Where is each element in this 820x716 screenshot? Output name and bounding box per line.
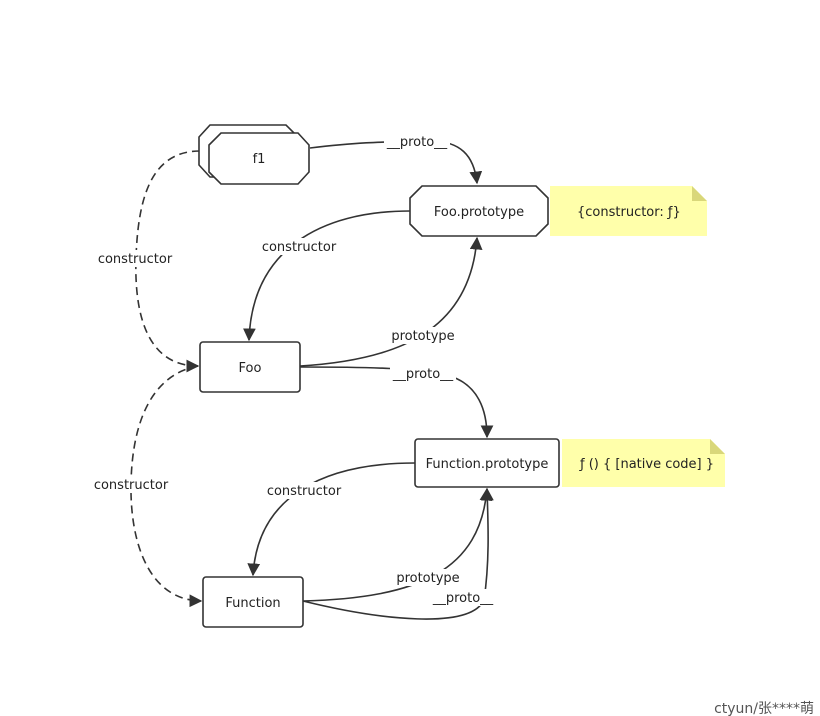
label-foo-constructor: constructor xyxy=(90,476,172,493)
function-proto-label: __proto__ xyxy=(432,591,494,606)
node-foo: Foo xyxy=(199,341,301,393)
edge-fooproto-constructor xyxy=(242,210,411,342)
funcproto-constructor-label: constructor xyxy=(267,484,342,499)
fooproto-constructor-label: constructor xyxy=(262,240,337,255)
f1-label: f1 xyxy=(253,152,266,167)
f1-proto-label: __proto__ xyxy=(386,135,448,150)
label-funcproto-constructor: constructor xyxy=(263,482,345,499)
foo-label: Foo xyxy=(239,361,262,376)
label-foo-proto: __proto__ xyxy=(390,365,456,382)
note-fold xyxy=(710,439,725,454)
edge-funcproto-constructor xyxy=(247,462,416,577)
label-fooproto-constructor: constructor xyxy=(258,238,340,255)
f1-constructor-label: constructor xyxy=(98,252,173,267)
foo-constructor-label: constructor xyxy=(94,478,169,493)
watermark-text: ctyun/张****萌 xyxy=(714,701,814,716)
node-function: Function xyxy=(202,576,304,628)
foo-prototype-octagon xyxy=(409,185,549,237)
function-prototype-note: ƒ () { [native code] } xyxy=(562,439,725,487)
function-prototype-label-edge: prototype xyxy=(396,571,459,586)
note-body xyxy=(562,439,725,487)
edge-f1-constructor xyxy=(135,150,201,373)
node-foo-prototype: Foo.prototype xyxy=(409,185,549,237)
f1-front-octagon xyxy=(208,132,310,185)
note-body xyxy=(550,186,707,236)
label-function-proto: __proto__ xyxy=(430,589,496,606)
note-fold xyxy=(692,186,707,201)
label-foo-prototype: prototype xyxy=(387,327,459,344)
foo-prototype-note: {constructor: ƒ} xyxy=(550,186,707,236)
foo-proto-label: __proto__ xyxy=(392,367,454,382)
label-f1-constructor: constructor xyxy=(95,250,177,267)
label-function-prototype: prototype xyxy=(392,569,464,586)
function-prototype-label: Function.prototype xyxy=(426,457,549,472)
function-prototype-note-text: ƒ () { [native code] } xyxy=(579,457,714,472)
foo-box xyxy=(199,341,301,393)
function-prototype-box xyxy=(414,438,560,488)
function-label: Function xyxy=(225,596,280,611)
foo-prototype-label-edge: prototype xyxy=(391,329,454,344)
function-box xyxy=(202,576,304,628)
node-f1: f1 xyxy=(198,124,310,185)
node-function-prototype: Function.prototype xyxy=(414,438,560,488)
foo-prototype-label: Foo.prototype xyxy=(434,205,524,220)
label-f1-proto: __proto__ xyxy=(384,133,450,150)
edge-foo-prototype xyxy=(299,236,483,367)
foo-prototype-note-text: {constructor: ƒ} xyxy=(577,205,681,220)
